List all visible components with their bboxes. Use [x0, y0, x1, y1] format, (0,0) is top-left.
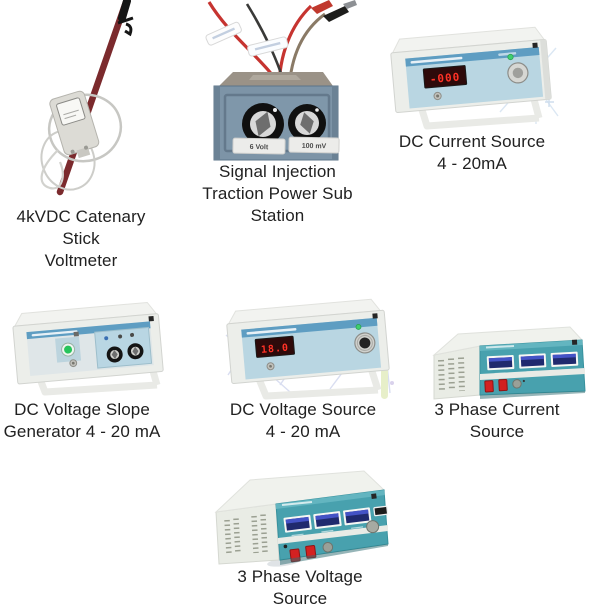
adjust-knob[interactable] — [366, 520, 380, 534]
adjust-knob[interactable] — [322, 541, 334, 553]
wire-tag — [247, 36, 289, 57]
wire-tag — [205, 21, 242, 46]
top-panel — [432, 326, 584, 356]
usb-port[interactable] — [373, 505, 389, 517]
product-card-dc-voltage-slope-generator[interactable]: DC Voltage Slope Generator 4 - 20 mA — [0, 300, 182, 445]
range-knob-left[interactable] — [242, 103, 284, 145]
alligator-clip-red — [311, 0, 333, 14]
top-panel — [214, 470, 386, 513]
divider-strip — [278, 525, 388, 544]
panel-header-strip — [241, 317, 378, 338]
caption-line: 4kVDC Catenary — [16, 207, 146, 226]
panel-header-strip — [276, 490, 385, 509]
caption-line: Station — [250, 206, 305, 225]
caption-line: Signal Injection — [219, 162, 336, 181]
three-phase-voltage-source-photo — [214, 470, 389, 567]
adjust-knob[interactable] — [512, 379, 522, 389]
knob-label: 100 mV — [302, 143, 327, 150]
indicator-led — [104, 336, 109, 341]
adjust-knob[interactable] — [354, 332, 376, 354]
led-display — [422, 65, 468, 89]
three-phase-current-source-photo — [432, 326, 586, 400]
dc-current-source-photo: -000 — [390, 26, 559, 130]
caption-line: Source — [272, 589, 328, 608]
product-card-dc-current-source[interactable]: -000 DC Current Source 4 - 20mA — [372, 24, 572, 181]
caption-line: 4 - 20 mA — [265, 422, 341, 441]
product-caption: DC Current Source 4 - 20mA — [372, 131, 572, 175]
divider-strip — [480, 368, 585, 380]
product-card-3-phase-voltage-source[interactable]: 3 Phase Voltage Source — [200, 454, 400, 614]
phase-displays — [283, 493, 389, 537]
dc-voltage-slope-generator-photo — [12, 301, 164, 396]
product-card-dc-voltage-source[interactable]: 18.0 DC Voltage Source 4 - 20 mA — [203, 297, 403, 445]
panel-header-strip — [405, 46, 540, 67]
caption-line: DC Current Source — [398, 132, 546, 151]
panel-header-strip — [26, 321, 151, 340]
led-display-value: -000 — [429, 70, 461, 86]
signal-injection-photo: 6 Volt 100 mV — [205, 0, 357, 161]
adjust-knob[interactable] — [106, 346, 123, 363]
product-caption: 3 Phase Voltage Source — [200, 566, 400, 610]
product-card-catenary-stick-voltmeter[interactable]: 4kVDC Catenary Stick Voltmeter — [0, 0, 165, 272]
dc-voltage-source-photo: 18.0 — [225, 298, 394, 400]
caption-line: Traction Power Sub — [202, 184, 353, 203]
power-led — [355, 324, 362, 330]
product-caption: DC Voltage Source 4 - 20 mA — [203, 399, 403, 443]
led-display-value: 18.0 — [261, 343, 290, 356]
product-caption: 3 Phase Current Source — [397, 399, 597, 443]
caption-line: Generator 4 - 20 mA — [3, 422, 161, 441]
caption-line: 3 Phase Voltage — [237, 567, 363, 586]
product-card-3-phase-current-source[interactable]: 3 Phase Current Source — [397, 311, 597, 444]
caption-line: DC Voltage Source — [229, 400, 377, 419]
panel-header-strip — [480, 340, 583, 351]
adjust-knob[interactable] — [127, 343, 144, 360]
product-card-signal-injection[interactable]: 6 Volt 100 mV Signal Injection Traction … — [183, 0, 373, 232]
product-caption: DC Voltage Slope Generator 4 - 20 mA — [0, 399, 182, 443]
meter-box — [49, 90, 100, 159]
knob-label-plate — [232, 137, 286, 155]
hook-icon — [117, 16, 134, 37]
rocker-switch[interactable] — [498, 378, 508, 392]
caption-line: Stick — [62, 229, 100, 248]
knob-label-plate — [288, 136, 340, 154]
rocker-switch[interactable] — [484, 380, 494, 393]
vent-slots — [438, 357, 465, 392]
range-knob-right[interactable] — [288, 104, 326, 142]
knob-label: 6 Volt — [250, 144, 269, 151]
product-caption: Signal Injection Traction Power Sub Stat… — [185, 161, 370, 227]
caption-line: Source — [469, 422, 525, 441]
alligator-clip-black — [323, 6, 349, 22]
catenary-stick-voltmeter-photo — [40, 0, 134, 196]
control-subpanel — [94, 326, 153, 369]
rod-tip-clamp — [118, 0, 131, 22]
caption-line: 4 - 20mA — [437, 154, 507, 173]
caption-line: DC Voltage Slope — [14, 400, 150, 419]
product-caption: 4kVDC Catenary Stick Voltmeter — [0, 206, 162, 272]
caption-line: Voltmeter — [44, 251, 118, 270]
caption-line: 3 Phase Current — [434, 400, 560, 419]
vent-slots — [224, 514, 268, 555]
meter-dial — [56, 97, 86, 126]
power-led — [507, 53, 514, 61]
led-display — [254, 335, 295, 358]
